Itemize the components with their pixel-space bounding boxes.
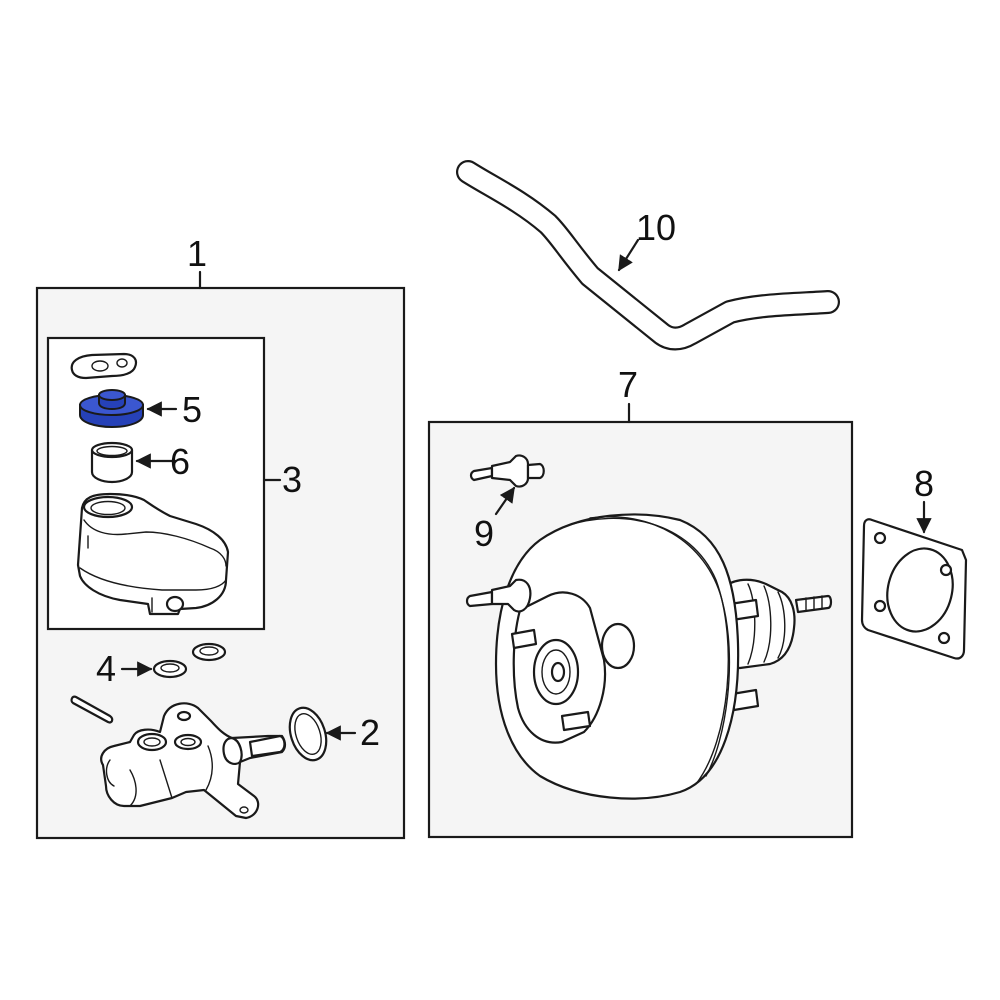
callout-6[interactable]: 6	[170, 441, 191, 482]
callout-4[interactable]: 4	[96, 648, 117, 689]
check-valve[interactable]	[469, 454, 545, 488]
o-ring[interactable]	[283, 703, 332, 765]
reservoir-gasket[interactable]	[70, 352, 138, 380]
callout-10[interactable]: 10	[636, 207, 677, 248]
reservoir-cap-highlighted[interactable]	[79, 389, 144, 429]
leader-arrow-10	[617, 238, 640, 272]
callout-3[interactable]: 3	[282, 459, 303, 500]
vacuum-hose[interactable]	[456, 160, 840, 351]
callout-5[interactable]: 5	[182, 389, 203, 430]
callout-2[interactable]: 2	[360, 712, 381, 753]
seal-ring-right[interactable]	[191, 642, 227, 662]
booster-gasket[interactable]	[860, 518, 968, 660]
retaining-pin[interactable]	[70, 695, 114, 724]
reservoir-strainer[interactable]	[90, 441, 134, 484]
master-cylinder-body[interactable]	[100, 702, 287, 820]
callout-9[interactable]: 9	[474, 513, 495, 554]
callout-8[interactable]: 8	[914, 463, 935, 504]
seal-ring-left[interactable]	[152, 659, 188, 679]
callout-1[interactable]: 1	[187, 233, 208, 274]
leader-arrow-9	[494, 486, 516, 516]
callout-7[interactable]: 7	[618, 364, 639, 405]
reservoir-tank[interactable]	[76, 492, 230, 616]
brake-booster[interactable]	[465, 513, 833, 800]
